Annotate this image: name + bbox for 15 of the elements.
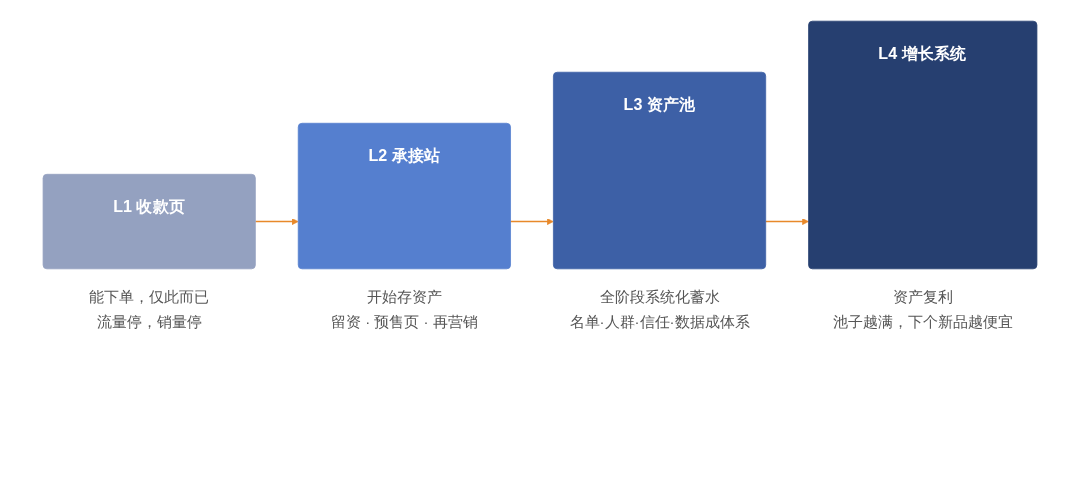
arrow [254,218,299,225]
caption-text: 开始存资产 [366,286,442,307]
caption-text: 能下单，仅此而已 [89,286,210,307]
caption-text: 流量停，销量停 [96,311,202,332]
caption-text: 池子越满，下个新品越便宜 [832,311,1013,332]
step-title: L3 资产池 [623,94,695,115]
step-title: L4 增长系统 [878,43,966,64]
caption-text: 全阶段系统化蓄水 [599,286,720,307]
arrow [509,218,554,225]
caption-text: 资产复利 [892,286,953,307]
step-title: L2 承接站 [368,145,440,166]
step-title: L1 收款页 [113,196,185,217]
arrow [764,218,809,225]
caption-text: 留资 · 预售页 · 再营销 [331,311,478,332]
caption-text: 名单·人群·信任·数据成体系 [569,311,750,332]
